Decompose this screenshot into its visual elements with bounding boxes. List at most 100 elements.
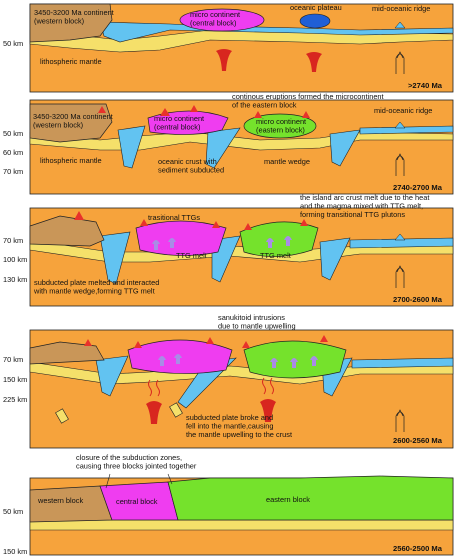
mantle-plume (306, 52, 322, 72)
label-ridge: mid-oceanic ridge (374, 106, 432, 115)
oceanic-crust (351, 357, 454, 369)
mid-ocean-ridge (394, 21, 406, 29)
subducting-slab (99, 231, 131, 285)
label-western-block: western block (37, 496, 83, 505)
label-arc-melt: the island arc crust melt due to the hea… (300, 193, 429, 219)
ttg-pluton (158, 356, 166, 366)
label-western-block: 3450-3200 Ma continent(western block) (34, 8, 114, 26)
central-block (179, 8, 265, 32)
age-label: >2740 Ma (408, 81, 443, 90)
oceanic-plateau (299, 13, 331, 29)
eastern-block (239, 221, 319, 257)
label-central-block: micro continent(central block) (154, 114, 204, 132)
ttg-pluton (290, 358, 298, 368)
eastern-block (243, 113, 317, 139)
arc-volcano (212, 221, 220, 228)
arc-volcano (254, 111, 262, 118)
arc-volcano (320, 335, 328, 342)
depth-label: 50 km (3, 507, 23, 516)
depth-label: 60 km (3, 148, 23, 157)
label-transitional-ttgs: trasitional TTGs (148, 213, 200, 222)
upwelling-arrow (395, 153, 405, 176)
arc-volcano (244, 223, 252, 230)
western-block (29, 3, 113, 43)
lithosphere-layer (29, 519, 454, 531)
arc-volcano (300, 219, 308, 226)
ttg-pluton (270, 358, 278, 368)
depth-label: 130 km (3, 275, 27, 284)
depth-label: 225 km (3, 395, 27, 404)
depth-label: 70 km (3, 236, 23, 245)
depth-label: 50 km (3, 129, 23, 138)
mantle-plume (260, 399, 276, 422)
ttg-pluton (168, 238, 176, 248)
western-block (29, 215, 105, 247)
subducting-slab (117, 125, 146, 169)
arc-volcano (206, 337, 214, 344)
ttg-pluton (152, 240, 160, 250)
arc-volcano (242, 341, 250, 348)
label-central-block: central block (116, 497, 158, 506)
eastern-block (167, 475, 454, 521)
label-eastern-block: micro continent(eastern block) (256, 117, 306, 135)
label-lith-mantle: lithospheric mantle (40, 57, 102, 66)
depth-label: 70 km (3, 355, 23, 364)
panel-2: 3450-3200 Ma continent(western block) mi… (3, 92, 454, 195)
age-label: 2740-2700 Ma (393, 183, 443, 192)
ttg-pluton (284, 236, 292, 246)
upwelling-arrow (395, 265, 405, 288)
arc-volcano (98, 106, 106, 113)
label-central-block: micro continent(central block) (190, 10, 240, 28)
panel-frame (29, 329, 454, 449)
age-label: 2600-2560 Ma (393, 436, 443, 445)
broken-slab (55, 408, 69, 424)
arc-volcano (160, 108, 170, 116)
heat-squiggle (262, 377, 274, 395)
upwelling-arrow (395, 409, 405, 432)
lithosphere-layer (29, 29, 454, 53)
label-mantle-wedge: mantle wedge (264, 157, 310, 166)
heat-squiggle (148, 379, 160, 397)
panel-3: trasitional TTGs the island arc crust me… (3, 193, 454, 307)
mid-ocean-ridge (394, 121, 406, 129)
panel-5: closure of the subduction zones,causing … (3, 453, 454, 556)
label-lith-mantle: lithospheric mantle (40, 156, 102, 165)
label-eastern-block: eastern block (266, 495, 310, 504)
ttg-pluton (310, 356, 318, 366)
central-block (147, 110, 229, 135)
subducting-slab (95, 355, 129, 397)
depth-label: 50 km (3, 39, 23, 48)
subducting-slab (329, 129, 361, 167)
ttg-pluton (174, 354, 182, 364)
arc-volcano (134, 341, 142, 348)
label-ridge: mid-oceanic ridge (372, 4, 430, 13)
broken-slab (169, 402, 183, 418)
subducting-slab (205, 127, 241, 169)
upwelling-arrow (395, 53, 405, 74)
age-label: 2560-2500 Ma (393, 544, 443, 553)
arc-volcano (140, 219, 148, 226)
western-block (29, 341, 105, 365)
arc-volcano (190, 105, 198, 112)
subducting-slab (319, 237, 351, 281)
central-block (135, 220, 227, 256)
age-label: 2700-2600 Ma (393, 295, 443, 304)
upwelling-arrow (396, 51, 404, 59)
oceanic-crust (349, 237, 454, 249)
mantle-plume (216, 49, 232, 71)
depth-label: 150 km (3, 547, 27, 556)
ttg-pluton (266, 238, 274, 248)
depth-label: 70 km (3, 167, 23, 176)
panel-1: 3450-3200 Ma continent(western block) mi… (3, 3, 454, 93)
arc-volcano (74, 211, 84, 220)
label-ttg-melt: TTG melt (260, 251, 291, 260)
arc-volcano (302, 111, 310, 118)
mid-ocean-ridge (394, 233, 406, 241)
label-plateau: oceanic plateau (290, 3, 342, 12)
